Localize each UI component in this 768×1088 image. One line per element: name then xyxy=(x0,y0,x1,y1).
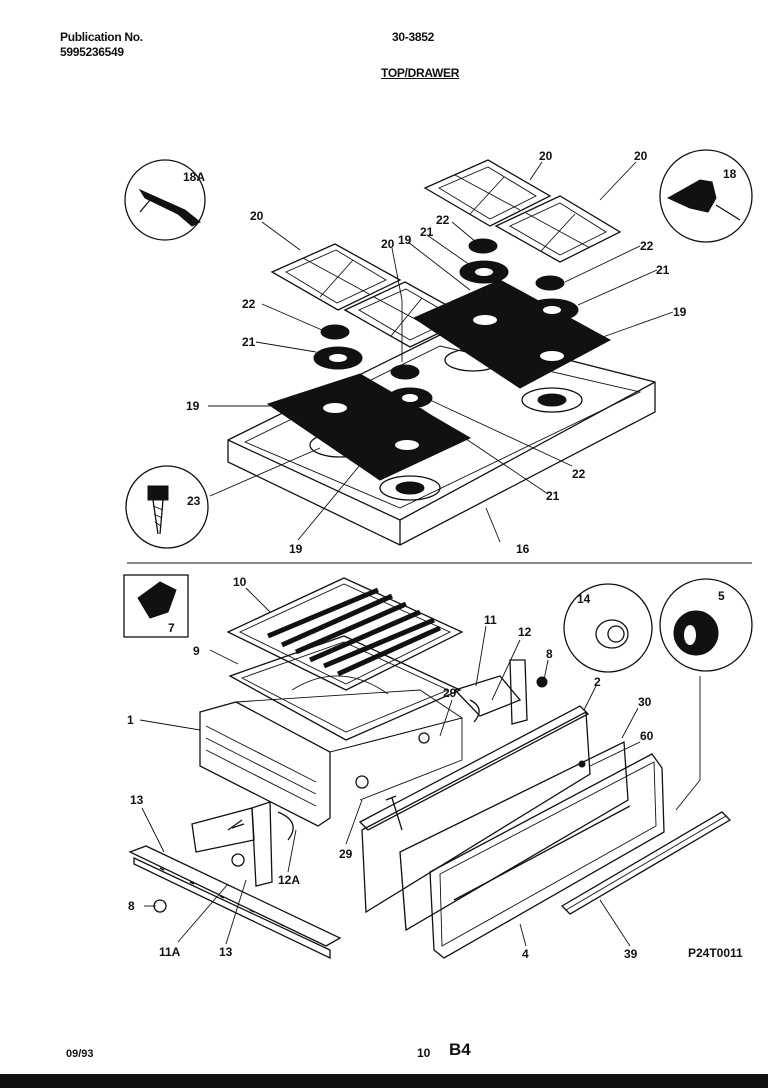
callout-29: 29 xyxy=(443,686,457,700)
leader-lines-top xyxy=(208,161,674,543)
callout-29: 29 xyxy=(339,847,353,861)
leader-lines-bottom xyxy=(139,587,701,947)
drawer-insulation xyxy=(399,740,629,932)
callout-20: 20 xyxy=(539,149,553,163)
callout-5: 5 xyxy=(718,589,725,603)
drawer-rails xyxy=(358,659,590,831)
detail-circle-23 xyxy=(125,465,209,549)
model-number: 30-3852 xyxy=(392,30,434,44)
drawer-handle xyxy=(560,811,732,915)
burner-grates xyxy=(270,159,622,348)
callout-22: 22 xyxy=(436,213,450,227)
burner-plate-left xyxy=(266,373,472,481)
broiler-pan xyxy=(228,635,462,741)
callout-2: 2 xyxy=(594,675,601,689)
detail-circle-18 xyxy=(659,149,753,243)
callout-30: 30 xyxy=(638,695,652,709)
callout-23: 23 xyxy=(187,494,201,508)
drawer-body xyxy=(199,689,464,827)
burner-rings xyxy=(313,238,579,409)
callout-13: 13 xyxy=(219,945,233,959)
callout-1: 1 xyxy=(127,713,134,727)
callout-19: 19 xyxy=(186,399,200,413)
callout-22: 22 xyxy=(242,297,256,311)
small-fasteners xyxy=(231,732,430,831)
callout-22: 22 xyxy=(640,239,654,253)
callout-11A: 11A xyxy=(159,945,181,959)
callout-10: 10 xyxy=(233,575,247,589)
callout-20: 20 xyxy=(381,237,395,251)
section-title: TOP/DRAWER xyxy=(381,66,460,80)
callout-9: 9 xyxy=(193,644,200,658)
callout-13: 13 xyxy=(130,793,144,807)
callout-19: 19 xyxy=(398,233,412,247)
callout-4: 4 xyxy=(522,947,529,961)
callout-16: 16 xyxy=(516,542,530,556)
callout-8: 8 xyxy=(546,647,553,661)
broiler-grid xyxy=(226,577,464,691)
callout-11: 11 xyxy=(484,613,497,627)
print-date: 09/93 xyxy=(66,1048,94,1060)
callout-60: 60 xyxy=(640,729,654,743)
detail-circle-5 xyxy=(659,578,753,672)
callout-19: 19 xyxy=(289,542,303,556)
drawer-front xyxy=(429,753,665,959)
page-number: 10 xyxy=(417,1046,431,1060)
callout-7: 7 xyxy=(168,621,175,635)
callout-20: 20 xyxy=(250,209,264,223)
publication-number: 5995236549 xyxy=(60,45,124,59)
callout-12A: 12A xyxy=(278,873,300,887)
detail-box-7 xyxy=(123,574,189,638)
callout-21: 21 xyxy=(420,225,434,239)
callout-18: 18 xyxy=(723,167,737,181)
callout-39: 39 xyxy=(624,947,638,961)
callout-14: 14 xyxy=(577,592,591,606)
detail-circle-14 xyxy=(563,583,653,673)
burner-plate-right xyxy=(412,279,612,389)
callout-12: 12 xyxy=(518,625,532,639)
publication-label: Publication No. xyxy=(60,30,143,44)
callout-8: 8 xyxy=(128,899,135,913)
callout-18A: 18A xyxy=(183,170,205,184)
slide-rail xyxy=(128,845,342,960)
callout-19: 19 xyxy=(673,305,687,319)
callout-20: 20 xyxy=(634,149,648,163)
callout-21: 21 xyxy=(242,335,256,349)
callout-21: 21 xyxy=(656,263,670,277)
callout-labels: 18A 18 20 20 20 20 19 21 22 22 21 19 22 … xyxy=(127,149,737,961)
diagram-id: P24T0011 xyxy=(688,946,743,960)
callout-21: 21 xyxy=(546,489,560,503)
page-code: B4 xyxy=(449,1040,471,1059)
detail-circle-18A xyxy=(124,159,206,241)
callout-22: 22 xyxy=(572,467,586,481)
drawer-inner-panel xyxy=(361,710,591,914)
side-bracket xyxy=(191,801,294,887)
bottom-scan-bar xyxy=(0,1074,768,1088)
